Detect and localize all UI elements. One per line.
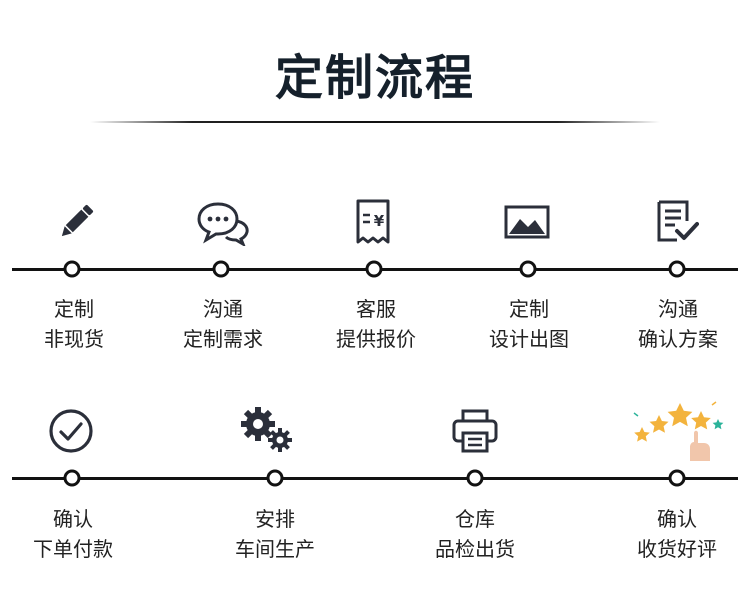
step-label: 安排 车间生产 [235, 504, 315, 564]
step-label-line1: 定制 [54, 297, 94, 321]
svg-text:¥: ¥ [374, 212, 385, 230]
check-circle-icon [47, 407, 95, 455]
page-title: 定制流程 [274, 50, 475, 106]
chat-icon [196, 200, 252, 246]
step-label-line2: 下单付款 [33, 537, 113, 561]
image-icon [504, 205, 550, 239]
step-label: 定制 设计出图 [489, 294, 569, 354]
step-label-line2: 非现货 [44, 327, 104, 351]
step-node [365, 260, 383, 278]
step-label-line2: 品检出货 [435, 537, 515, 561]
step-label-line2: 定制需求 [183, 327, 263, 351]
step-node [212, 260, 230, 278]
step-label: 确认 下单付款 [33, 504, 113, 564]
step-label-line2: 收货好评 [637, 537, 717, 561]
step-label-line1: 确认 [53, 507, 93, 531]
step-label-line1: 沟通 [203, 297, 243, 321]
step-node [266, 469, 284, 487]
step-node [668, 469, 686, 487]
stars-rating-icon [632, 397, 724, 463]
step-label-line1: 定制 [509, 297, 549, 321]
timeline-row-2 [12, 477, 738, 480]
step-label-line2: 提供报价 [336, 327, 416, 351]
step-label-line2: 设计出图 [489, 327, 569, 351]
step-label-line1: 仓库 [455, 507, 495, 531]
step-label-line1: 确认 [657, 507, 697, 531]
step-node [63, 260, 81, 278]
step-label: 定制 非现货 [44, 294, 104, 354]
step-label-line2: 车间生产 [235, 537, 315, 561]
step-node [466, 469, 484, 487]
step-label: 客服 提供报价 [336, 294, 416, 354]
checklist-icon [653, 199, 699, 245]
receipt-icon: ¥ [353, 198, 393, 246]
step-label: 沟通 定制需求 [183, 294, 263, 354]
step-label: 确认 收货好评 [637, 504, 717, 564]
printer-icon [450, 408, 500, 454]
gears-icon [236, 404, 298, 456]
step-node [519, 260, 537, 278]
title-divider [90, 121, 660, 123]
step-label-line1: 客服 [356, 297, 396, 321]
step-label: 沟通 确认方案 [638, 294, 718, 354]
step-label-line1: 安排 [255, 507, 295, 531]
step-label: 仓库 品检出货 [435, 504, 515, 564]
step-node [668, 260, 686, 278]
step-label-line2: 确认方案 [638, 327, 718, 351]
pencil-icon [54, 200, 98, 244]
step-node [63, 469, 81, 487]
step-label-line1: 沟通 [658, 297, 698, 321]
